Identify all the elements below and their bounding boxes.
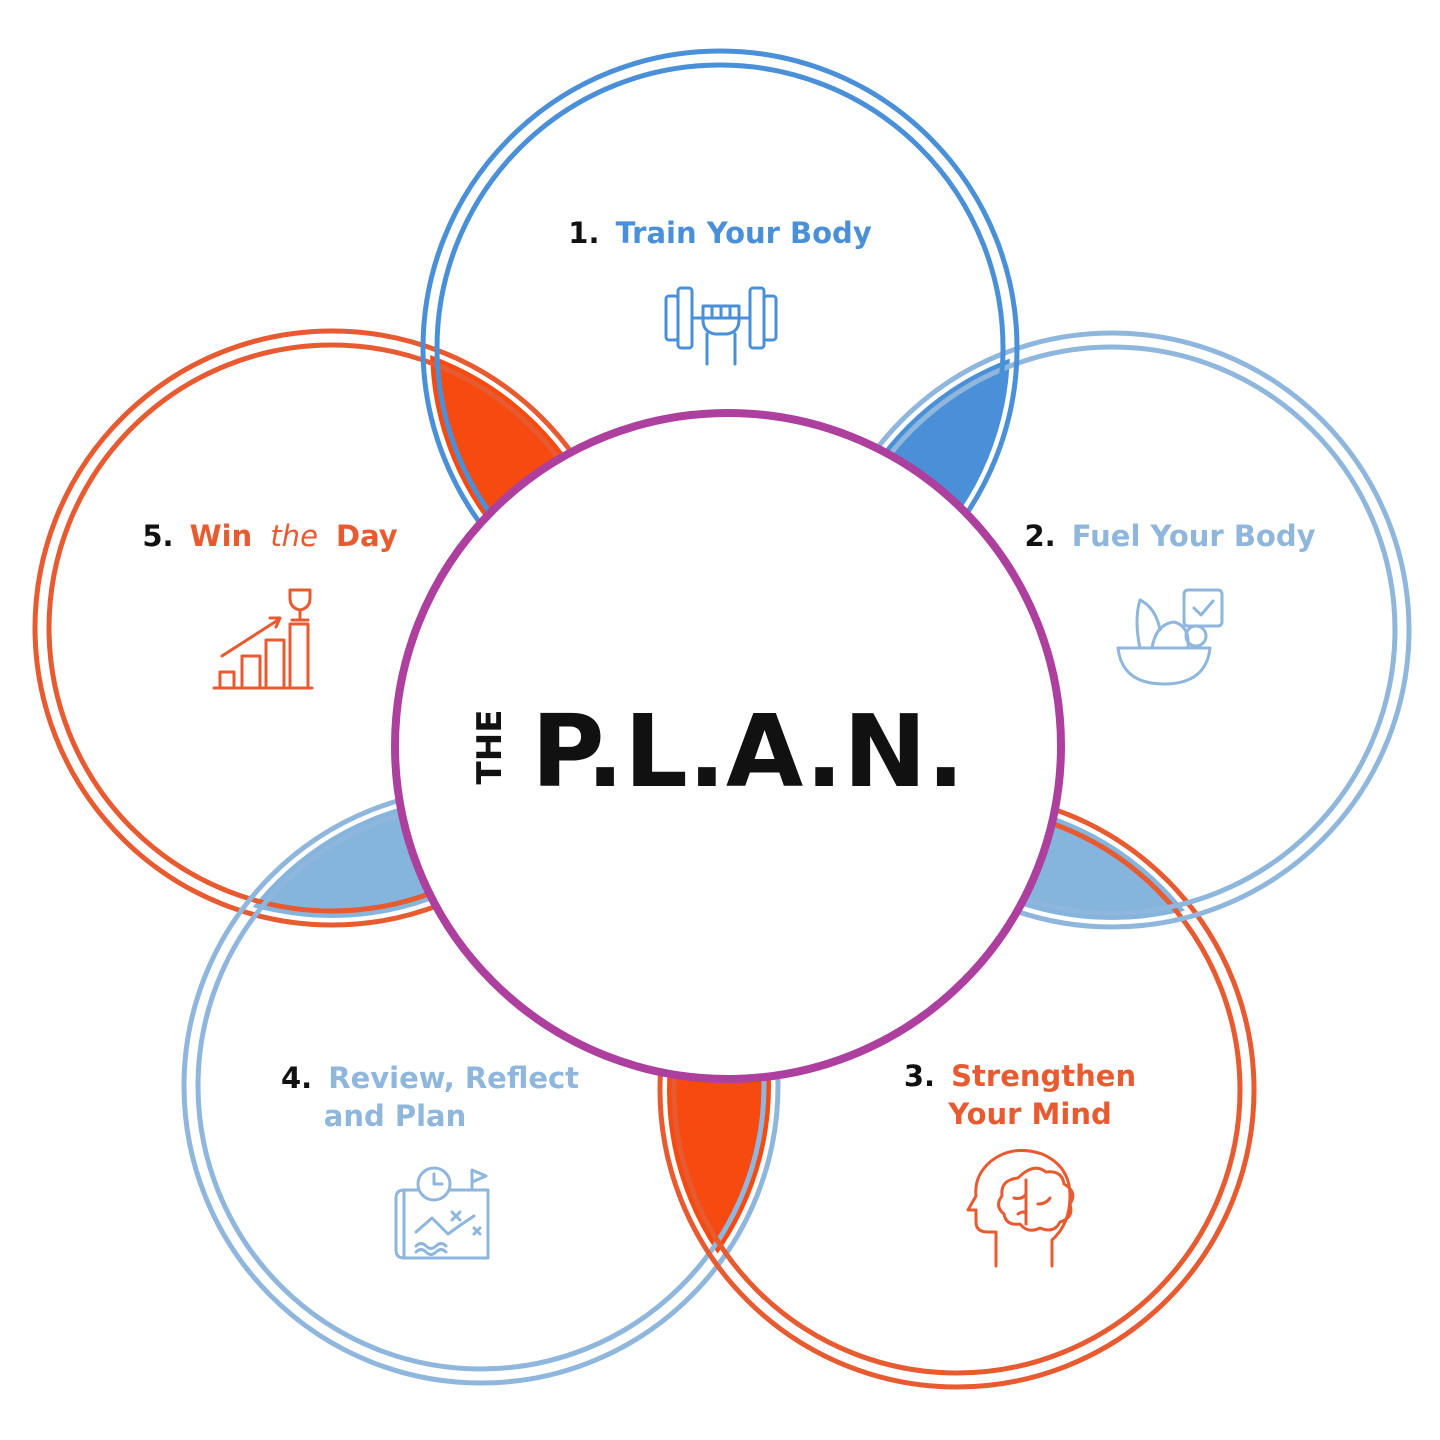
center-circle — [391, 409, 1065, 1083]
step-5-title-day: Day — [336, 519, 398, 553]
center-prefix: THE — [470, 710, 510, 785]
salad-bowl-checklist-icon — [1116, 588, 1224, 686]
step-5-label: 5. Win the Day — [142, 519, 397, 553]
step-2-number: 2. — [1024, 519, 1055, 553]
step-3-number: 3. — [904, 1059, 935, 1093]
dumbbell-fist-icon — [664, 286, 778, 366]
step-3-label: 3. Strengthen — [904, 1059, 1136, 1093]
lens-train-win — [430, 338, 622, 638]
step-4-label: 4. Review, Reflect — [281, 1061, 579, 1095]
step-4-number: 4. — [281, 1061, 312, 1095]
step-1-title: Train Your Body — [616, 216, 872, 250]
step-3-title-line-2: Your Mind — [947, 1097, 1112, 1131]
head-brain-icon — [966, 1148, 1075, 1268]
center-title: P.L.A.N. — [531, 693, 965, 810]
step-2-title: Fuel Your Body — [1072, 519, 1316, 553]
strategy-map-clock-icon — [394, 1166, 490, 1260]
step-5-title-the: the — [270, 519, 318, 553]
step-3-title-line-1: Strengthen — [951, 1059, 1136, 1093]
step-2-label: 2. Fuel Your Body — [1024, 519, 1315, 553]
step-1-label: 1. Train Your Body — [568, 216, 872, 250]
step-4-title-line-2: and Plan — [324, 1099, 466, 1133]
step-1-number: 1. — [568, 216, 599, 250]
trophy-growth-chart-icon — [212, 588, 314, 690]
step-5-title-win: Win — [190, 519, 253, 553]
step-4-title-line-1: Review, Reflect — [328, 1061, 579, 1095]
step-5-number: 5. — [142, 519, 173, 553]
